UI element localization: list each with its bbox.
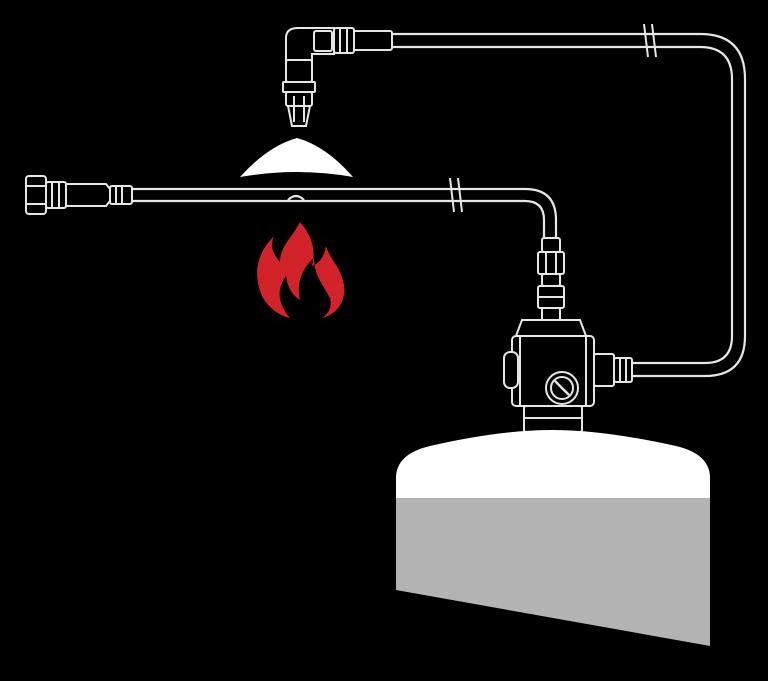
flame-icon — [257, 222, 345, 318]
valve-top — [514, 319, 588, 337]
end-cap — [25, 175, 47, 215]
cylinder-top — [396, 430, 710, 498]
detection-tube — [132, 177, 558, 238]
discharge-tube-break — [643, 23, 657, 58]
cylinder-body — [396, 498, 710, 646]
tube-nut — [333, 27, 355, 54]
flame-main — [257, 222, 345, 318]
nozzle-body — [285, 59, 313, 83]
discharge-tube — [392, 23, 747, 378]
detection-tube-outer — [132, 187, 558, 238]
detection-bulb — [287, 194, 305, 201]
valve-inlet — [537, 237, 565, 321]
sprinkler-nozzle — [282, 27, 393, 127]
nozzle-tip — [286, 105, 312, 127]
detection-tube-end-fitting — [25, 175, 133, 215]
discharge-tube-inner — [392, 45, 734, 365]
spray-cone — [240, 138, 353, 177]
valve-outlet — [593, 353, 615, 387]
detection-tube-break — [449, 177, 463, 213]
discharge-tube-outer — [392, 32, 747, 378]
cylinder — [396, 430, 710, 646]
side-port — [503, 351, 519, 389]
detection-tube-inner — [132, 199, 546, 238]
cylinder-valve — [503, 319, 633, 433]
tube-fitting — [351, 30, 393, 51]
